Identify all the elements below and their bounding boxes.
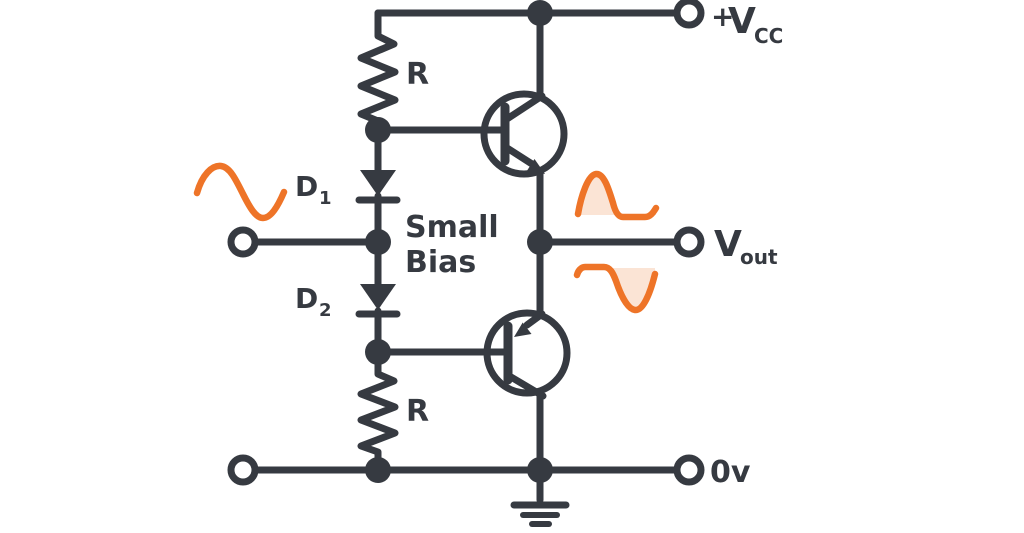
vcc-terminal: [673, 0, 705, 29]
zero-volt-terminal: [673, 454, 705, 486]
vcc-subscript: CC: [754, 24, 783, 48]
diode2-triangle-icon: [360, 284, 396, 310]
negative-half-wave-fill: [577, 267, 655, 311]
junction-dot: [527, 457, 553, 483]
pnp-emitter-lead: [523, 310, 546, 329]
junction-dot: [365, 457, 391, 483]
signal-fills: [577, 173, 656, 311]
diode1-label: D: [295, 170, 318, 203]
signal-strokes: [193, 162, 660, 314]
resistor-bottom-label: R: [406, 394, 429, 429]
bottom-left-terminal: [227, 454, 259, 486]
vcc-plus-sign: +: [711, 0, 734, 33]
bias-note-line2: Bias: [405, 245, 476, 280]
wires: [252, 9, 681, 527]
positive-half-wave: [574, 170, 660, 221]
junction-dot: [365, 339, 391, 365]
junction-dot: [365, 229, 391, 255]
bias-note-line1: Small: [405, 210, 499, 245]
diode1-subscript: 1: [319, 188, 332, 209]
vout-subscript: out: [740, 245, 778, 269]
resistor-top-label: R: [406, 57, 429, 92]
negative-half-wave: [573, 263, 659, 314]
bottom-resistor-branch: [357, 307, 399, 474]
pnp-collector-lead: [507, 373, 547, 400]
vout-terminal: [673, 226, 705, 258]
pnp-transistor-circle: [483, 309, 571, 397]
npn-transistor-circle: [480, 90, 568, 178]
junction-dot: [527, 0, 553, 26]
transistors: [480, 90, 571, 400]
input-terminal: [227, 226, 259, 258]
positive-half-wave-fill: [578, 173, 656, 217]
diode2-subscript: 2: [319, 300, 332, 321]
pnp-emitter-arrow-icon: [514, 322, 532, 337]
vcc-label: V: [728, 1, 756, 42]
npn-collector-lead: [503, 92, 546, 123]
junction-dot: [365, 117, 391, 143]
solid-symbols: [360, 0, 553, 483]
junction-dot: [527, 229, 553, 255]
input-sine-wave: [193, 162, 288, 222]
vout-label: V: [714, 224, 742, 265]
diode1-triangle-icon: [360, 170, 396, 196]
npn-emitter-arrow-icon: [526, 159, 545, 174]
top-resistor-branch: [357, 9, 399, 176]
terminals: [227, 0, 705, 486]
npn-emitter-lead: [503, 144, 536, 168]
diode2-label: D: [295, 282, 318, 315]
labels: R R D 1 D 2 Small Bias + V CC V out 0v: [295, 0, 783, 490]
zero-volt-label: 0v: [710, 455, 751, 490]
